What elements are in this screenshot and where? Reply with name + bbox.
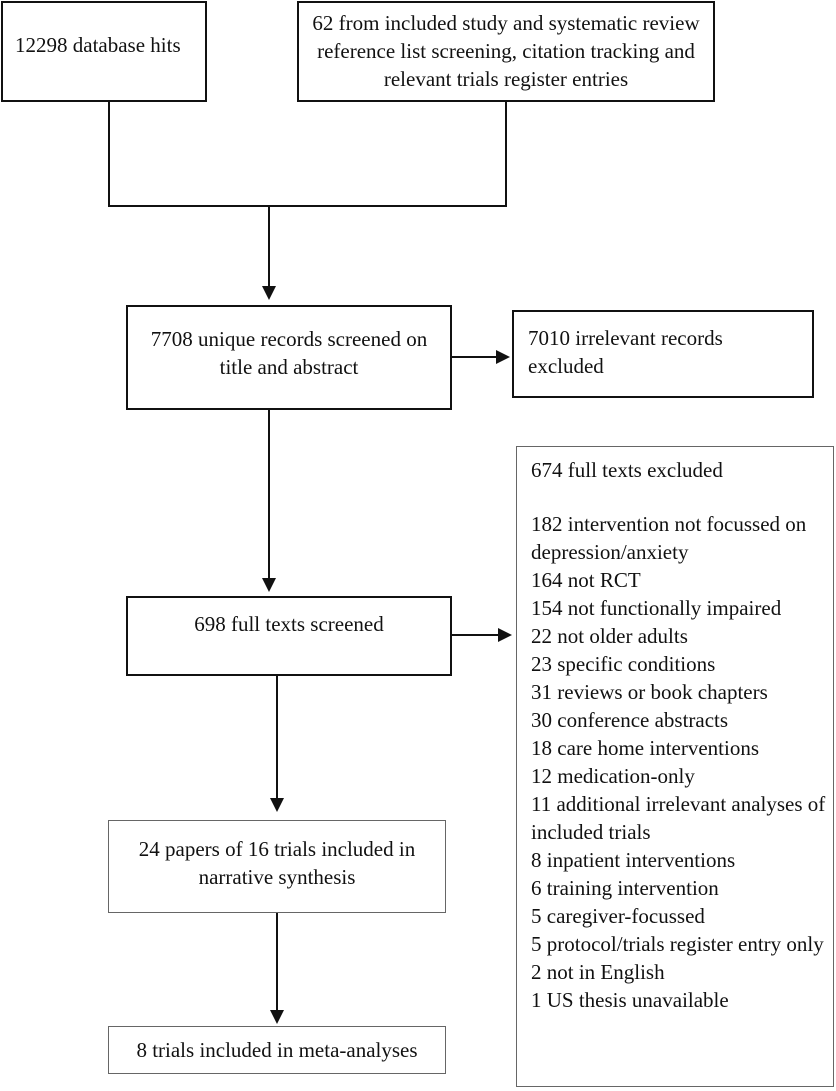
arrow-to-records-excluded xyxy=(496,350,510,364)
exclusion-reason: 182 intervention not focussed on depress… xyxy=(531,512,807,564)
meta-analyses-text: 8 trials included in meta-analyses xyxy=(136,1038,418,1062)
exclusion-reason: 31 reviews or book chapters xyxy=(531,680,768,704)
records-excluded-text: 7010 irrelevant records excluded xyxy=(528,326,723,378)
meta-analyses-box: 8 trials included in meta-analyses xyxy=(108,1026,446,1074)
connector-fulltext-to-narrative xyxy=(276,676,278,798)
exclusion-reasons-list: 182 intervention not focussed on depress… xyxy=(531,510,827,1014)
exclusion-reason: 12 medication-only xyxy=(531,764,695,788)
arrow-to-meta xyxy=(270,1010,284,1024)
connector-to-fulltext-excluded xyxy=(452,634,500,636)
exclusion-reason: 23 specific conditions xyxy=(531,652,716,676)
exclusion-reason: 2 not in English xyxy=(531,960,665,984)
database-hits-box: 12298 database hits xyxy=(1,1,207,102)
exclusion-reason: 5 caregiver-focussed xyxy=(531,904,705,928)
other-sources-text: 62 from included study and systematic re… xyxy=(312,11,700,91)
screening-box: 7708 unique records screened on title an… xyxy=(126,305,452,410)
connector-left-down xyxy=(108,102,110,206)
exclusion-reason: 1 US thesis unavailable xyxy=(531,988,729,1012)
connector-horizontal xyxy=(108,205,507,207)
fulltext-screened-text: 698 full texts screened xyxy=(194,612,384,636)
connector-to-records-excluded xyxy=(452,356,498,358)
other-sources-box: 62 from included study and systematic re… xyxy=(297,1,715,102)
exclusion-reason: 30 conference abstracts xyxy=(531,708,729,732)
screening-text: 7708 unique records screened on title an… xyxy=(150,327,428,379)
fulltext-excluded-box: 674 full texts excluded 182 intervention… xyxy=(516,446,834,1087)
arrow-to-screening xyxy=(262,286,276,300)
exclusion-reason: 154 not functionally impaired xyxy=(531,596,782,620)
exclusion-reason: 11 additional irrelevant analyses of inc… xyxy=(531,792,826,844)
arrow-to-fulltext-excluded xyxy=(498,628,512,642)
exclusion-reason: 6 training intervention xyxy=(531,876,719,900)
exclusion-reason: 22 not older adults xyxy=(531,624,688,648)
narrative-synthesis-text: 24 papers of 16 trials included in narra… xyxy=(138,837,416,889)
fulltext-excluded-title: 674 full texts excluded xyxy=(531,458,723,482)
connector-merge-down xyxy=(268,206,270,286)
exclusion-reason: 8 inpatient interventions xyxy=(531,848,736,872)
arrow-to-fulltext xyxy=(262,578,276,592)
connector-screening-to-fulltext xyxy=(268,410,270,578)
exclusion-reason: 164 not RCT xyxy=(531,568,641,592)
database-hits-text: 12298 database hits xyxy=(15,33,181,57)
exclusion-reason: 18 care home interventions xyxy=(531,736,760,760)
arrow-to-narrative xyxy=(270,798,284,812)
fulltext-screened-box: 698 full texts screened xyxy=(126,596,452,676)
records-excluded-box: 7010 irrelevant records excluded xyxy=(512,310,814,398)
narrative-synthesis-box: 24 papers of 16 trials included in narra… xyxy=(108,820,446,913)
connector-right-down xyxy=(505,102,507,206)
connector-narrative-to-meta xyxy=(276,913,278,1010)
exclusion-reason: 5 protocol/trials register entry only xyxy=(531,932,824,956)
